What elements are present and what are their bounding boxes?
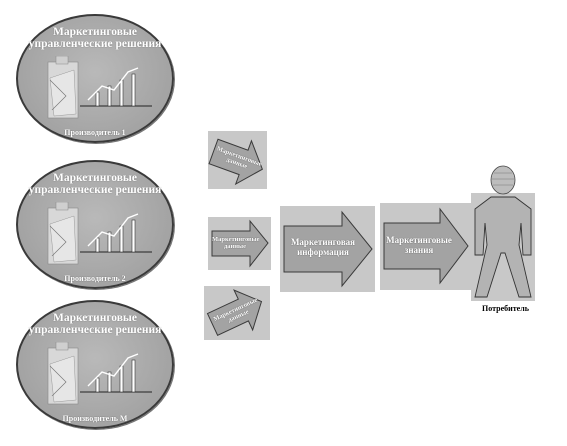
producer-1-label: Производитель 1 [64,128,126,137]
producer-m-label: Производитель М [62,414,128,423]
producer-m-title: Маркетинговые управленческие решения [28,312,162,336]
data-box-2: Маркетинговые данные [208,217,271,270]
arrow-icon [211,219,269,268]
knowledge-box: Маркетинговые знания [380,203,471,290]
producer-m-illustration [47,342,152,405]
arrow-icon [383,207,469,285]
person-icon [471,165,535,301]
arrow-icon [283,210,373,288]
consumer-label: Потребитель [482,304,529,313]
information-text: Маркетинговая информация [290,237,356,257]
arrow-icon [208,138,263,186]
information-box: Маркетинговая информация [280,206,375,292]
producer-2-title: Маркетинговые управленческие решения [28,172,162,196]
data-box-1: Маркетинговые данные [208,131,267,189]
data-box-3: Маркетинговые данные [204,286,270,340]
producer-2-label: Производитель 2 [64,274,126,283]
data-box-2-text: Маркетинговые данные [212,236,260,250]
producer-m-circle: Маркетинговые управленческие решения Про… [16,300,174,429]
knowledge-text: Маркетинговые знания [386,235,452,255]
producer-2-illustration [47,202,152,265]
producer-1-circle: Маркетинговые управленческие решения Про… [16,14,174,143]
producer-1-title: Маркетинговые управленческие решения [28,26,162,50]
producer-1-illustration [47,56,152,119]
producer-2-circle: Маркетинговые управленческие решения Про… [16,160,174,289]
arrow-icon [206,289,263,336]
